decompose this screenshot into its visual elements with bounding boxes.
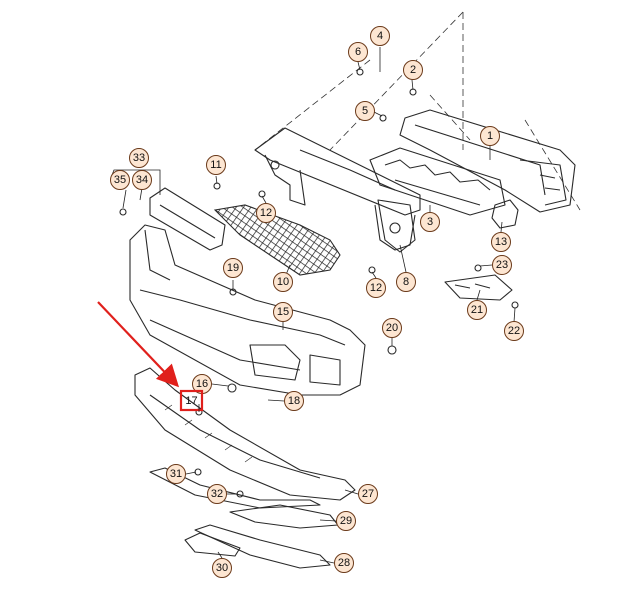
callout-12a[interactable]: 12 xyxy=(256,203,276,223)
svg-text:16: 16 xyxy=(196,378,208,390)
svg-text:5: 5 xyxy=(362,105,368,117)
part-bracket-13 xyxy=(491,199,519,229)
assembly-guide-lines xyxy=(254,11,581,211)
part-upper-crossmember xyxy=(254,127,421,251)
callout-13[interactable]: 13 xyxy=(491,232,511,252)
callout-11[interactable]: 11 xyxy=(206,155,226,175)
callout-20[interactable]: 20 xyxy=(382,318,402,338)
svg-text:33: 33 xyxy=(133,152,145,164)
svg-text:22: 22 xyxy=(508,325,520,337)
callout-30[interactable]: 30 xyxy=(212,558,232,578)
callout-31[interactable]: 31 xyxy=(166,464,186,484)
callout-21[interactable]: 21 xyxy=(467,300,487,320)
part-trim-29 xyxy=(229,504,339,529)
svg-text:19: 19 xyxy=(227,262,239,274)
callout-29[interactable]: 29 xyxy=(336,511,356,531)
svg-text:17: 17 xyxy=(185,395,197,407)
svg-text:8: 8 xyxy=(403,276,409,288)
svg-text:21: 21 xyxy=(471,304,483,316)
callout-8[interactable]: 8 xyxy=(396,272,416,292)
svg-text:18: 18 xyxy=(288,395,300,407)
fasteners xyxy=(119,68,519,498)
part-bracket-30 xyxy=(184,532,241,557)
callout-33[interactable]: 33 xyxy=(129,148,149,168)
svg-text:12: 12 xyxy=(260,207,272,219)
callout-4[interactable]: 4 xyxy=(370,26,390,46)
svg-text:2: 2 xyxy=(410,64,416,76)
svg-text:10: 10 xyxy=(277,276,289,288)
callout-2[interactable]: 2 xyxy=(403,60,423,80)
part-energy-absorber xyxy=(369,147,506,216)
svg-text:11: 11 xyxy=(210,159,221,171)
svg-text:4: 4 xyxy=(377,30,383,42)
svg-text:29: 29 xyxy=(340,515,352,527)
part-trim-28 xyxy=(194,524,331,569)
callouts: 1 2 3 4 5 6 8 10 11 12 12 13 15 16 18 19… xyxy=(110,26,524,578)
svg-text:3: 3 xyxy=(427,216,433,228)
svg-text:23: 23 xyxy=(496,259,508,271)
svg-text:32: 32 xyxy=(211,488,223,500)
part-bracket-21 xyxy=(444,274,513,301)
callout-34[interactable]: 34 xyxy=(132,170,152,190)
callout-5[interactable]: 5 xyxy=(355,101,375,121)
svg-text:34: 34 xyxy=(136,174,148,186)
svg-text:6: 6 xyxy=(355,46,361,58)
svg-text:35: 35 xyxy=(114,174,126,186)
svg-text:12: 12 xyxy=(370,282,382,294)
callout-3[interactable]: 3 xyxy=(420,212,440,232)
callout-35[interactable]: 35 xyxy=(110,170,130,190)
callout-18[interactable]: 18 xyxy=(284,391,304,411)
callout-1[interactable]: 1 xyxy=(480,126,500,146)
part-bracket-8 xyxy=(377,199,416,253)
callout-19[interactable]: 19 xyxy=(223,258,243,278)
callout-32[interactable]: 32 xyxy=(207,484,227,504)
callout-28[interactable]: 28 xyxy=(334,553,354,573)
svg-text:13: 13 xyxy=(495,236,507,248)
part-lower-spoiler xyxy=(134,367,356,501)
part-plate-holder xyxy=(149,187,226,251)
callout-10[interactable]: 10 xyxy=(273,272,293,292)
svg-text:28: 28 xyxy=(338,557,350,569)
svg-text:30: 30 xyxy=(216,562,228,574)
callout-16[interactable]: 16 xyxy=(192,374,212,394)
svg-text:31: 31 xyxy=(170,468,182,480)
callout-27[interactable]: 27 xyxy=(358,484,378,504)
part-bumper-cover xyxy=(129,224,366,396)
callout-22[interactable]: 22 xyxy=(504,321,524,341)
leader-lines xyxy=(111,47,516,564)
callout-15[interactable]: 15 xyxy=(273,302,293,322)
callout-23[interactable]: 23 xyxy=(492,255,512,275)
svg-text:15: 15 xyxy=(277,306,289,318)
part-impact-beam xyxy=(399,109,576,213)
svg-text:1: 1 xyxy=(487,130,493,142)
red-pointer-arrow xyxy=(97,301,180,388)
svg-text:20: 20 xyxy=(386,322,398,334)
callout-6[interactable]: 6 xyxy=(348,42,368,62)
callout-12b[interactable]: 12 xyxy=(366,278,386,298)
svg-text:27: 27 xyxy=(362,488,374,500)
highlighted-callout-17[interactable]: 17 xyxy=(179,389,204,412)
